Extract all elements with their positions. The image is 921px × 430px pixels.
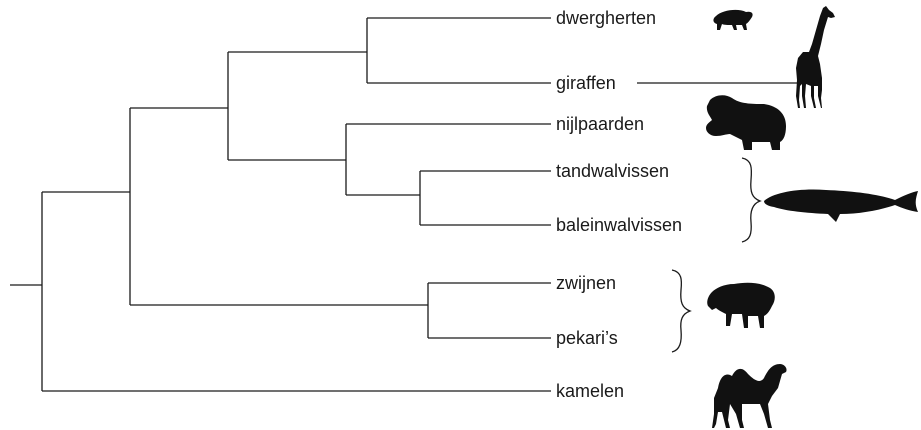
giraffe-silhouette-icon [796, 6, 835, 108]
label-kamelen: kamelen [556, 381, 624, 401]
label-zwijnen: zwijnen [556, 273, 616, 293]
brace-varkens [671, 269, 692, 353]
camel-silhouette-icon [712, 364, 787, 428]
hippo-silhouette-icon [706, 95, 786, 150]
label-tandwalvissen: tandwalvissen [556, 161, 669, 181]
label-pekaris: pekari’s [556, 328, 618, 348]
whale-silhouette-icon [764, 189, 918, 222]
label-giraffen: giraffen [556, 73, 616, 93]
brace-walvissen [741, 157, 762, 243]
label-nijlpaarden: nijlpaarden [556, 114, 644, 134]
label-baleinwalvissen: baleinwalvissen [556, 215, 682, 235]
boar-silhouette-icon [707, 282, 775, 328]
chevrotain-silhouette-icon [713, 9, 753, 30]
label-dwergherten: dwergherten [556, 8, 656, 28]
